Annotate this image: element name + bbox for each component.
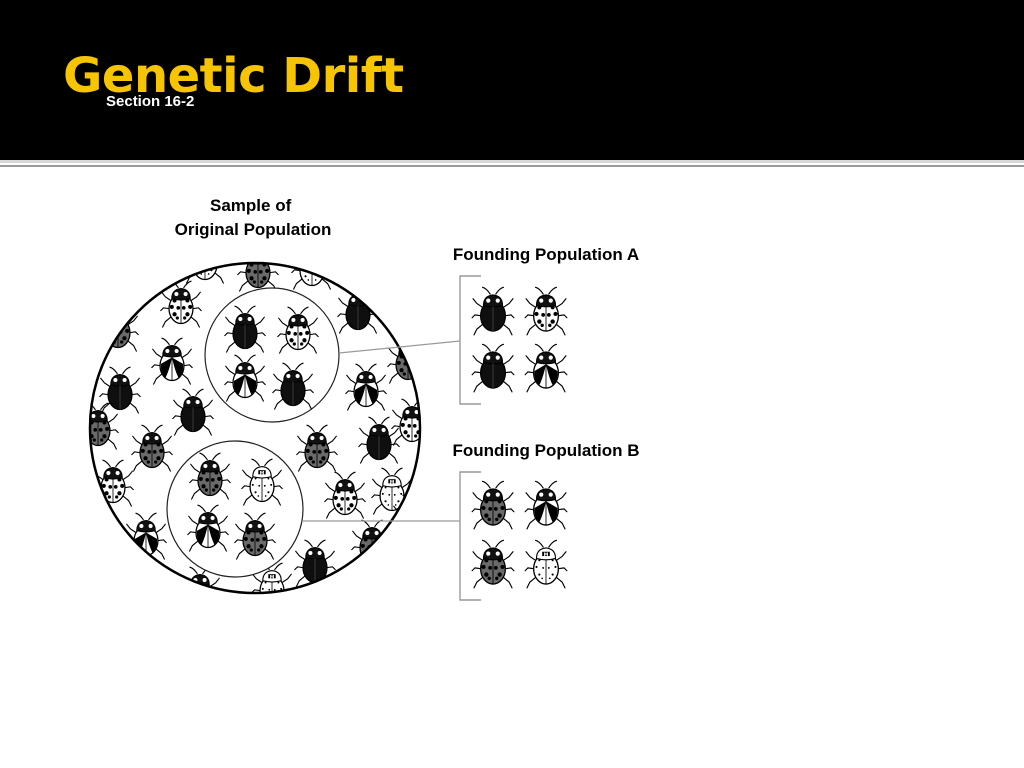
beetle-icon <box>471 480 515 530</box>
original-label-line-1: Sample of <box>210 196 292 215</box>
beetle-icon <box>324 471 366 519</box>
original-label-line-2: Original Population <box>175 220 332 239</box>
svg-text:M: M <box>203 248 208 254</box>
section-subtitle: Section 16-2 <box>106 93 195 110</box>
svg-text:M: M <box>544 552 549 558</box>
beetle-icon <box>151 337 193 385</box>
svg-text:M: M <box>390 479 395 485</box>
beetle-icon <box>92 459 134 507</box>
beetle-icon <box>160 280 202 328</box>
svg-text:M: M <box>270 574 275 580</box>
beetle-icon <box>345 363 387 411</box>
beetle-icon: M <box>291 254 333 290</box>
founding-population-a-beetles <box>471 286 568 393</box>
bracket-b <box>459 471 481 601</box>
beetle-icon <box>187 504 229 552</box>
beetle-icon <box>234 512 276 560</box>
beetle-icon <box>524 286 568 336</box>
beetle-icon <box>131 424 173 472</box>
beetle-icon <box>296 424 338 472</box>
beetle-icon <box>471 343 515 393</box>
beetle-icon <box>224 305 266 353</box>
original-population-label: Sample of Original Population <box>175 196 332 239</box>
founding-population-a-label: Founding Population A <box>453 245 639 264</box>
sample-circle-b: M <box>166 440 304 578</box>
founding-population-b-beetles: M <box>471 480 568 589</box>
header-divider <box>0 160 1024 163</box>
beetle-icon <box>272 362 314 410</box>
beetle-icon: M <box>524 539 568 589</box>
svg-text:M: M <box>310 254 315 260</box>
beetle-icon <box>99 366 141 414</box>
beetle-icon <box>471 539 515 589</box>
beetle-icon <box>172 388 214 436</box>
beetle-icon <box>277 306 319 354</box>
beetle-icon <box>358 416 400 464</box>
connector-line-a <box>338 340 461 354</box>
beetle-icon <box>524 343 568 393</box>
beetle-icon <box>189 452 231 500</box>
beetle-icon <box>524 480 568 530</box>
beetle-icon <box>90 530 129 578</box>
svg-text:M: M <box>260 470 265 476</box>
beetle-icon <box>224 354 266 402</box>
beetle-icon <box>90 402 119 450</box>
beetle-icon: M <box>241 458 283 506</box>
slide-title: Genetic Drift <box>63 48 404 104</box>
sample-circle-a <box>204 287 340 423</box>
beetle-icon <box>471 286 515 336</box>
bracket-a <box>459 275 481 405</box>
header-divider-shadow <box>0 165 1024 167</box>
founding-population-b-label: Founding Population B <box>453 441 640 460</box>
slide-header: Genetic Drift Section 16-2 <box>0 0 1024 160</box>
